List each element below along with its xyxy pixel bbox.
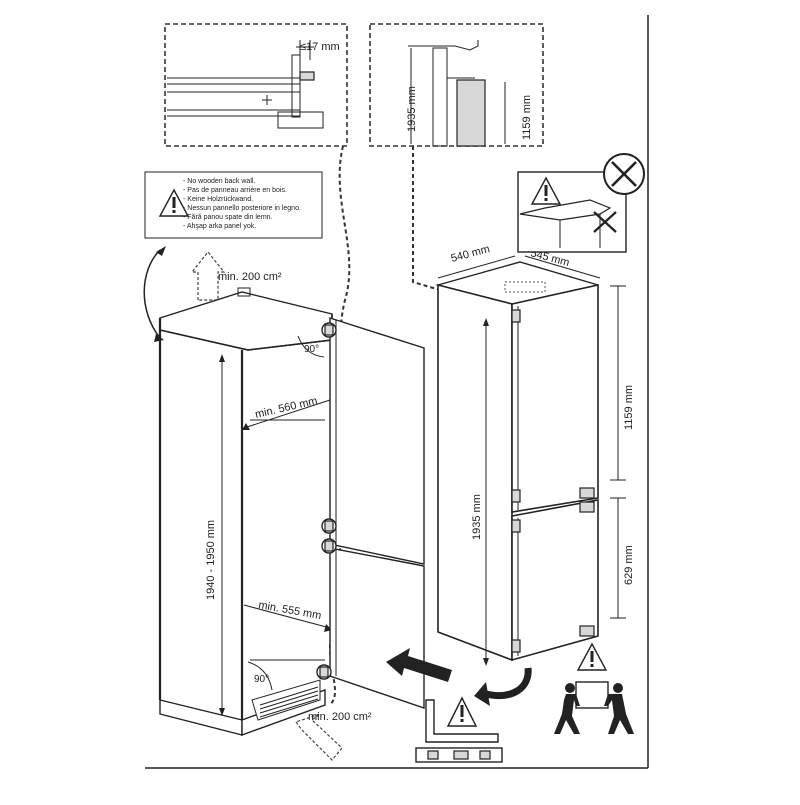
prohibited-detail [517,171,627,253]
height-1935-top-label: 1935 mm [406,86,418,132]
height-1935-side-label: 1935 mm [471,494,483,540]
warning-line-0: - No wooden back wall. [183,178,255,185]
two-person-lift-icon [554,681,634,734]
warning-box: - No wooden back wall. - Pas de panneau … [144,171,323,239]
hinge-bottom [316,664,332,680]
niche-height-label: 1940 - 1950 mm [205,520,217,600]
warning-pointer-arrow [143,249,161,339]
spirit-level-icon [415,699,503,763]
cabinet-niche [158,287,333,736]
vent-grille [259,686,319,718]
height-1159-right-dimension: 1159 mm [610,285,635,481]
gap-17-label: ≤17 mm [300,41,340,53]
rotate-arrow-icon [474,667,532,706]
height-629-dimension: 629 mm [610,497,635,619]
angle-bottom-label: 90° [254,674,269,685]
height-1159-right-label: 1159 mm [623,385,635,430]
insert-arrow-icon [386,648,452,682]
decor-door-lower [329,547,425,709]
angle-top-arc [297,335,325,358]
fridge-top-grille [504,281,546,293]
detail-hinge-heights: 1935 mm 1159 mm [369,23,544,147]
vent-bottom-arrow-icon [295,713,343,761]
vent-bottom-label: min. 200 cm² [308,711,372,723]
hinge-middle-lower [321,538,337,554]
niche-width-bottom-dimension: min. 555 mm [243,599,332,632]
warning-triangle-icon [576,642,608,671]
angle-top-label: 90° [304,344,319,355]
niche-width-top-dimension: min. 560 mm [242,395,331,430]
warning-line-1: - Pas de panneau arrière en bois. [183,187,287,194]
decor-door-upper [329,317,425,565]
angle-bottom-arc [247,661,273,691]
depth-540-label: 540 mm [450,243,492,265]
height-629-label: 629 mm [623,545,635,585]
hinge-middle-upper [321,518,337,534]
warning-triangle-icon [158,188,190,217]
warning-triangle-icon [446,696,478,727]
niche-width-bottom-label: min. 555 mm [257,599,322,622]
leader-right [412,146,501,311]
vent-top-label: min. 200 cm² [218,271,282,283]
hinge-top [321,322,337,338]
height-1935-side-dimension: 1935 mm [471,318,489,666]
niche-height-dimension: 1940 - 1950 mm [205,354,225,716]
warning-line-3: - Nessun pannello posteriore in legno. [183,205,301,212]
vent-airflow-arrow-icon [190,251,226,301]
warning-triangle-icon [530,176,562,205]
refrigerator [435,261,599,662]
prohibited-circle-icon [603,153,645,195]
warning-line-4: - Fără panou spate din lemn. [183,214,273,221]
detail-door-gap: ≤17 mm [164,23,348,147]
height-1159-top-label: 1159 mm [521,95,533,140]
warning-line-2: - Keine Holzrückwand. [183,196,253,203]
warning-line-5: - Ahşap arka panel yok. [183,223,256,230]
niche-width-top-label: min. 560 mm [254,395,319,421]
